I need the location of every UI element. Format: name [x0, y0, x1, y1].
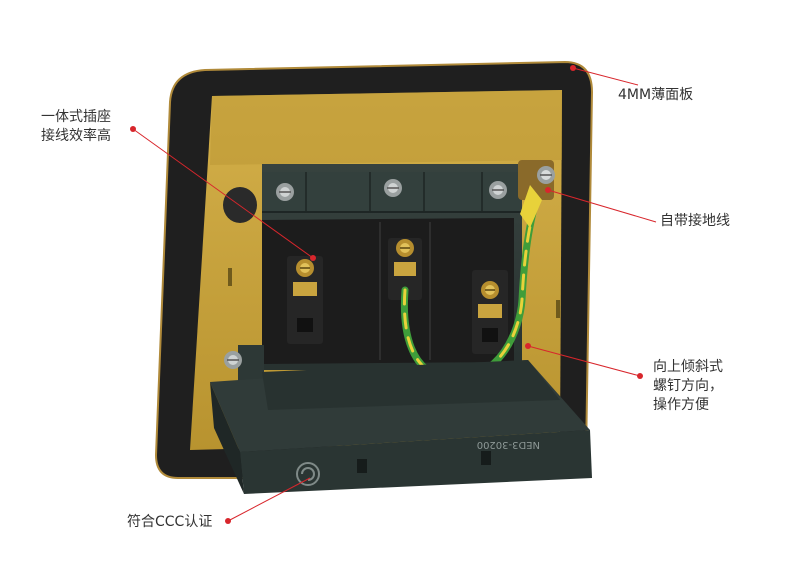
label-integrated-socket-line2: 接线效率高 — [41, 128, 111, 144]
housing-tray-side — [210, 382, 244, 494]
ccc-mark-icon — [296, 462, 320, 486]
plate-slot-left — [228, 268, 232, 286]
ground-screw — [537, 166, 555, 184]
label-ground-wire: 自带接地线 — [660, 212, 730, 231]
label-integrated-socket-line1: 一体式插座 — [41, 109, 111, 125]
ground-wire — [400, 185, 542, 382]
mounting-hole — [223, 187, 257, 223]
plate-slot-right — [556, 300, 560, 318]
housing-tray-floor-shade — [262, 360, 560, 410]
gold-plate-shade — [210, 90, 562, 165]
callout-line-thin-panel — [570, 65, 639, 86]
callout-line-ground-wire — [545, 187, 657, 223]
label-tilted-screw-line3: 操作方便 — [653, 397, 709, 413]
label-tilted-screw-line2: 螺钉方向， — [653, 378, 723, 394]
terminal-center — [388, 238, 422, 300]
housing-post-left — [238, 345, 264, 385]
label-ccc-text: 符合CCC认证 — [127, 514, 213, 530]
screw-top-center — [384, 179, 402, 197]
terminal-right — [472, 270, 508, 354]
label-thin-panel: 4MM薄面板 — [618, 86, 693, 105]
model-marking: NED3-30200 — [477, 439, 540, 450]
label-ground-wire-text: 自带接地线 — [660, 213, 730, 229]
label-ccc: 符合CCC认证 — [127, 513, 212, 532]
callout-line-integrated-socket — [130, 126, 316, 261]
label-tilted-screw: 向上倾斜式 螺钉方向， 操作方便 — [653, 358, 723, 415]
terminal-left — [287, 256, 323, 344]
screw-top-left — [276, 183, 294, 201]
tray-slot-right — [481, 451, 491, 465]
callout-line-ccc — [225, 477, 311, 524]
label-tilted-screw-line1: 向上倾斜式 — [653, 359, 723, 375]
label-integrated-socket: 一体式插座 接线效率高 — [41, 108, 111, 146]
callout-line-tilted-screw — [525, 343, 643, 379]
label-thin-panel-text: 4MM薄面板 — [618, 87, 694, 103]
screw-top-right — [489, 181, 507, 199]
housing-tray-front — [240, 430, 592, 494]
screw-lower-left — [224, 351, 242, 369]
tray-slot-left — [357, 459, 367, 473]
